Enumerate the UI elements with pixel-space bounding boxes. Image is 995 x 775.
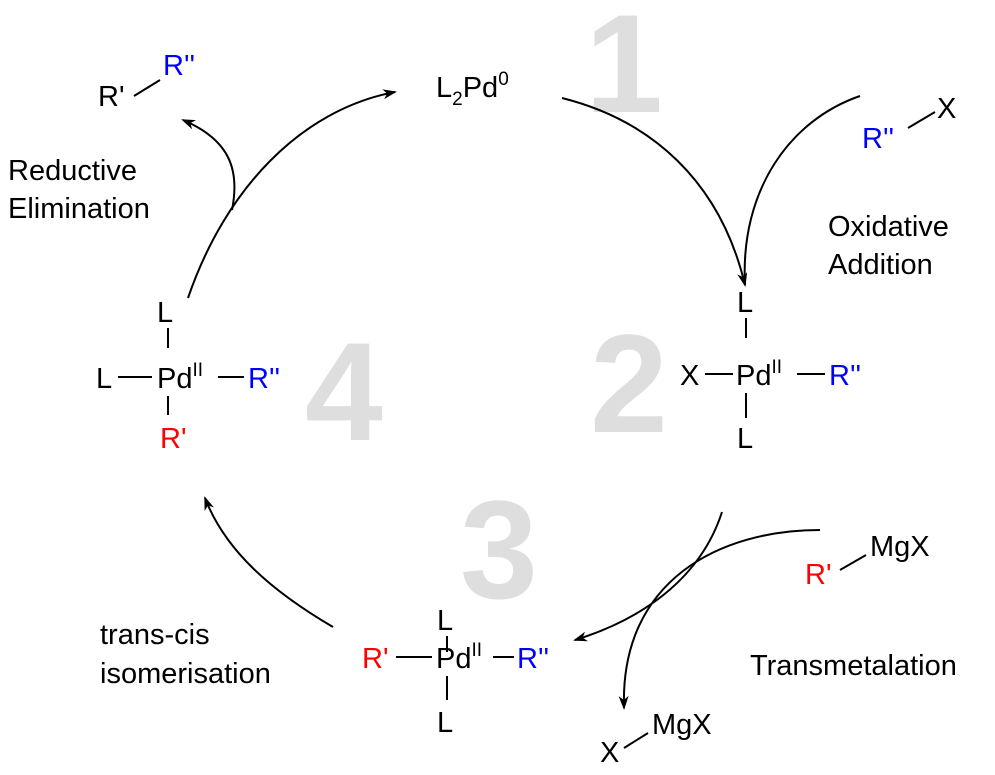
- cycle-arrow-1-to-2: [561, 97, 748, 287]
- cycle-arrow-2-to-3: [573, 511, 723, 642]
- complex3-l-bottom: L: [437, 707, 453, 739]
- halide-r2: R'': [862, 123, 894, 155]
- complex4-pd: PdII: [157, 360, 203, 395]
- bond: [623, 732, 649, 749]
- complex2-r2: R'': [829, 360, 861, 392]
- complex4-r2: R'': [248, 363, 280, 395]
- oxidative-addition-label-1: Oxidative: [828, 211, 949, 243]
- product-r2: R'': [163, 50, 195, 82]
- complex2-x: X: [680, 360, 699, 392]
- complex3-r2: R'': [517, 643, 549, 675]
- isomerisation-label-1: trans-cis: [100, 619, 210, 651]
- byproduct-x: X: [600, 737, 619, 769]
- grignard-mgx: MgX: [870, 531, 930, 563]
- complex4-r1: R': [160, 423, 186, 455]
- complex3-pd: PdII: [436, 640, 482, 675]
- oxidative-addition-input-arrow: [743, 95, 861, 286]
- product-release-arrow: [181, 119, 236, 211]
- grignard-r1: R': [805, 559, 831, 591]
- transmetalation-exchange-arrow: [618, 529, 821, 710]
- bond: [133, 79, 161, 97]
- complex3-r1: R': [362, 643, 388, 675]
- bond: [907, 111, 936, 129]
- transmetalation-label: Transmetalation: [750, 650, 957, 682]
- bond: [839, 554, 867, 571]
- cycle-arrow-3-to-4: [204, 496, 334, 628]
- complex2-l-bottom: L: [737, 423, 753, 455]
- step-number-4: 4: [305, 313, 383, 470]
- complex4-l-top: L: [157, 297, 173, 329]
- step-number-1: 1: [585, 0, 663, 142]
- complex3-l-top: L: [437, 605, 453, 637]
- cycle-arrow-4-to-1: [187, 89, 397, 299]
- reductive-elimination-label-2: Elimination: [8, 193, 150, 225]
- catalyst-label: L2Pd0: [436, 69, 509, 110]
- byproduct-mgx: MgX: [652, 709, 712, 741]
- halide-x: X: [937, 93, 956, 125]
- complex2-l-top: L: [737, 287, 753, 319]
- oxidative-addition-label-2: Addition: [828, 249, 933, 281]
- product-r1: R': [98, 81, 124, 113]
- complex2-pd: PdII: [736, 357, 782, 392]
- complex4-l-left: L: [96, 363, 112, 395]
- isomerisation-label-2: isomerisation: [100, 658, 271, 690]
- step-number-3: 3: [460, 471, 538, 628]
- reductive-elimination-label-1: Reductive: [8, 155, 137, 187]
- step-number-2: 2: [590, 305, 668, 462]
